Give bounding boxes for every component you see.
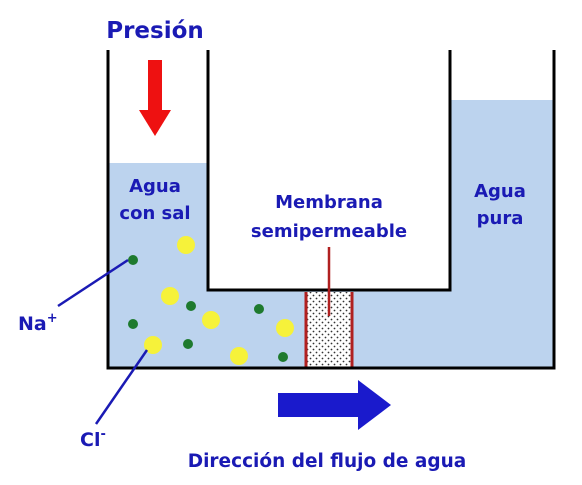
sodium-ion (128, 319, 138, 329)
chloride-charge: - (100, 427, 105, 442)
pure-water-column (450, 100, 554, 368)
chloride-leader-line (94, 349, 149, 425)
ions (128, 236, 294, 365)
outer-wall (106, 50, 556, 370)
sodium-ion (278, 352, 288, 362)
chloride-ion (202, 311, 220, 329)
pressure-arrow (139, 60, 171, 136)
chloride-ion (230, 347, 248, 365)
flow-arrow-shaft (278, 393, 360, 417)
sodium-ion (183, 339, 193, 349)
salt-water-label-line2: con sal (119, 203, 190, 224)
flow-arrow-head (358, 380, 391, 430)
sodium-symbol: Na (18, 313, 47, 335)
pure-water-label-line2: pura (477, 208, 524, 229)
chloride-ion (177, 236, 195, 254)
sodium-charge: + (47, 311, 58, 326)
membrane-label-line2: semipermeable (251, 221, 407, 242)
sodium-ion (186, 301, 196, 311)
flow-arrow (278, 380, 391, 430)
sodium-label: Na+ (18, 311, 58, 335)
sodium-leader-line (57, 258, 129, 308)
chloride-ion (161, 287, 179, 305)
chloride-ion (276, 319, 294, 337)
chloride-ion (144, 336, 162, 354)
chloride-symbol: Cl (80, 429, 100, 451)
pure-water-label-line1: Agua (474, 181, 526, 202)
membrane-label-line1: Membrana (275, 192, 383, 213)
pressure-arrow-shaft (148, 60, 162, 112)
flow-direction-label: Dirección del flujo de agua (188, 451, 467, 472)
pressure-label: Presión (106, 18, 204, 44)
salt-water-label-line1: Agua (129, 176, 181, 197)
pressure-arrow-head (139, 110, 171, 136)
sodium-ion (254, 304, 264, 314)
sodium-ion (128, 255, 138, 265)
chloride-label: Cl- (80, 427, 106, 451)
